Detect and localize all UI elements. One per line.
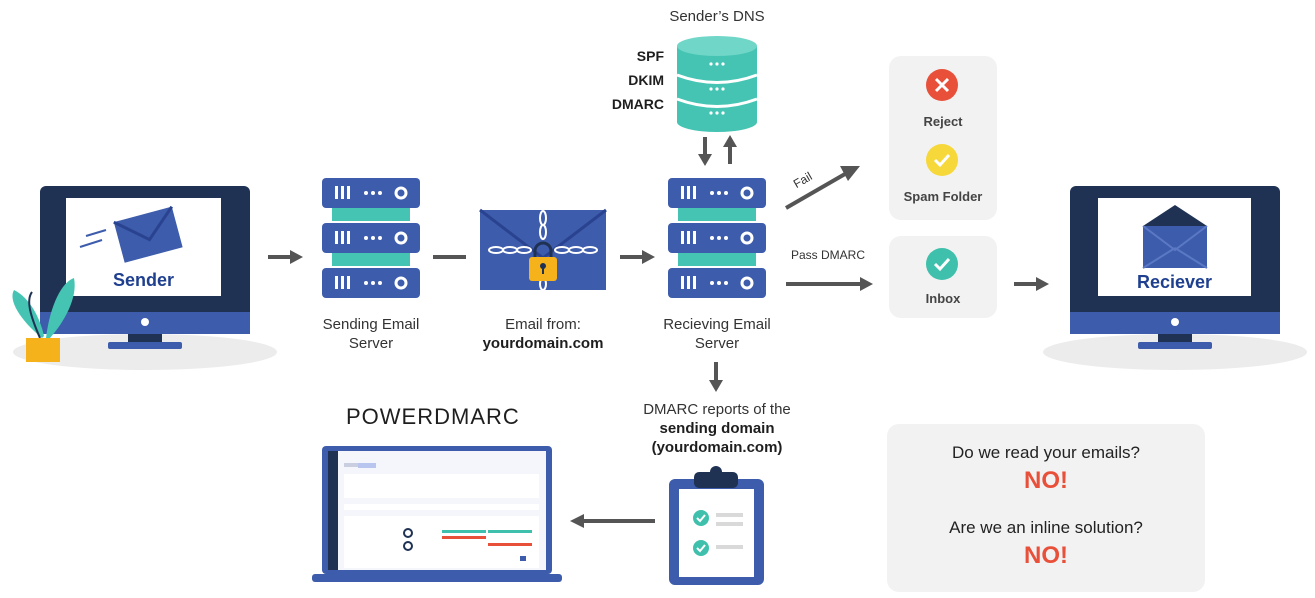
dns-title: Sender’s DNS bbox=[669, 8, 765, 25]
sender-label: Sender bbox=[112, 270, 175, 290]
faq-answer-2: NO! bbox=[1024, 542, 1068, 569]
inbox-check-icon bbox=[926, 248, 958, 280]
faq-question-2: Are we an inline solution? NO! bbox=[887, 518, 1205, 570]
sending-server-icon bbox=[322, 178, 420, 298]
receiver-shadow bbox=[1043, 334, 1307, 370]
receiver-label: Reciever bbox=[1136, 272, 1213, 292]
faq-card bbox=[887, 424, 1205, 592]
envelope-to-receiving-server-arrow bbox=[620, 250, 655, 264]
spam-check-icon bbox=[926, 144, 958, 176]
locked-envelope-icon bbox=[479, 208, 607, 291]
inbox-label: Inbox bbox=[925, 291, 961, 306]
sender-computer-icon bbox=[40, 186, 250, 349]
email-from-label: Email from: yourdomain.com bbox=[482, 316, 604, 352]
pass-arrow bbox=[786, 277, 873, 291]
reject-icon bbox=[926, 69, 958, 101]
reject-label: Reject bbox=[923, 114, 963, 129]
faq-question-1: Do we read your emails? NO! bbox=[887, 443, 1205, 495]
receiving-server-icon bbox=[668, 178, 766, 298]
dashboard-laptop-icon bbox=[312, 446, 562, 582]
dmarc-label: DMARC bbox=[611, 96, 664, 112]
spf-label: SPF bbox=[636, 48, 664, 64]
spam-folder-label: Spam Folder bbox=[903, 189, 983, 204]
receiving-server-label: Recieving Email Server bbox=[663, 316, 771, 352]
sending-server-label: Sending Email Server bbox=[322, 316, 420, 352]
reports-to-dashboard-arrow bbox=[570, 514, 655, 528]
dns-query-arrows bbox=[698, 135, 737, 166]
dkim-label: DKIM bbox=[628, 72, 664, 88]
dns-database-icon bbox=[676, 36, 758, 132]
pass-dmarc-label: Pass DMARC bbox=[790, 248, 865, 262]
sender-shadow bbox=[13, 334, 277, 370]
dmarc-reports-label: DMARC reports of the sending domain (you… bbox=[643, 401, 791, 456]
inbox-to-receiver-arrow bbox=[1014, 277, 1049, 291]
reports-clipboard-icon bbox=[669, 466, 764, 585]
email-domain: yourdomain.com bbox=[482, 335, 604, 352]
fail-outcomes-card bbox=[889, 56, 997, 220]
reports-down-arrow bbox=[709, 362, 723, 392]
plant-icon bbox=[12, 278, 75, 362]
fail-arrow bbox=[785, 166, 860, 210]
faq-answer-1: NO! bbox=[1024, 467, 1068, 494]
powerdmarc-logo: POWERDMARC bbox=[346, 404, 520, 429]
receiver-computer-icon bbox=[1070, 186, 1280, 349]
sender-to-server-arrow bbox=[268, 250, 303, 264]
